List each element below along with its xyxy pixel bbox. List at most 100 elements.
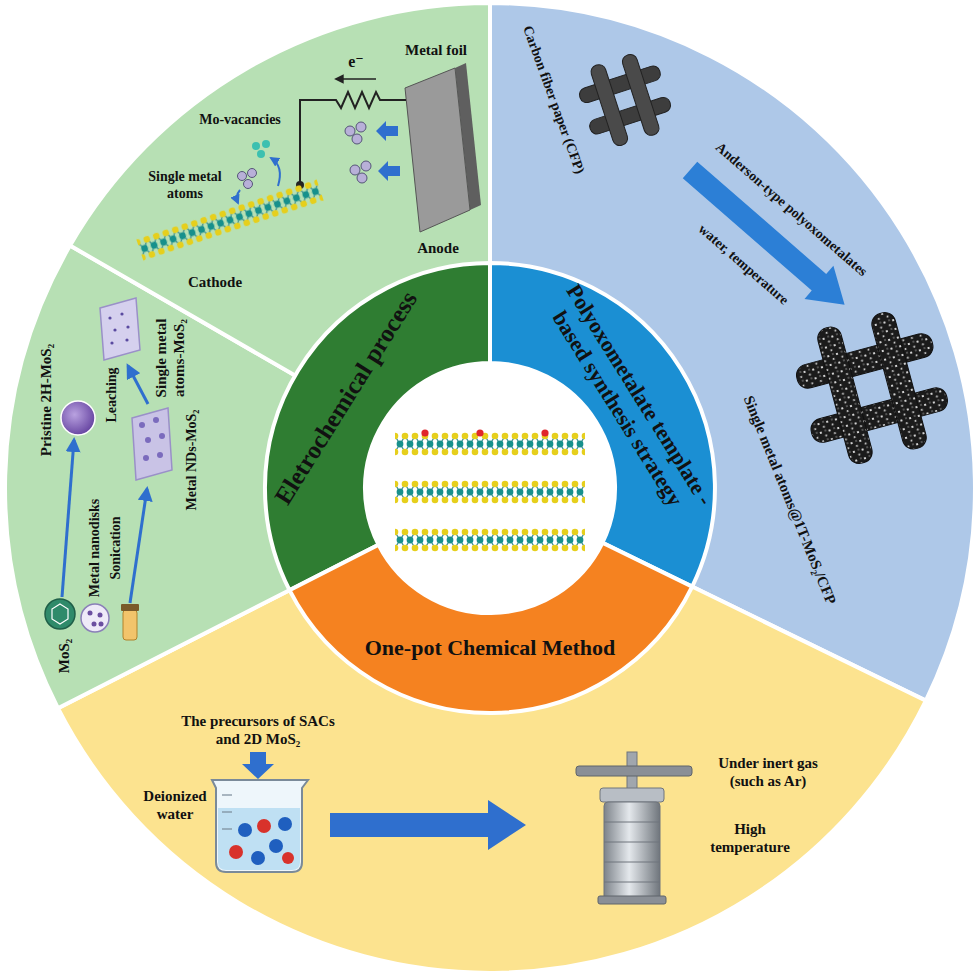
part-label: Metal NDs-MoS₂: [184, 409, 201, 510]
precursor-ball: [257, 819, 271, 833]
nanodisk: [145, 437, 151, 443]
single-atom: [126, 325, 129, 328]
part-label: Single metal atoms-MoS₂: [152, 311, 188, 406]
metal-foil: [405, 68, 470, 232]
nanodisk: [159, 433, 165, 439]
beaker: [212, 780, 308, 872]
single-atom: [110, 341, 113, 344]
nanodisk: [99, 622, 104, 627]
metal-atom: [350, 165, 360, 175]
autoclave-lid: [600, 788, 664, 802]
vacancy-dot: [262, 140, 270, 148]
vacancy-dot: [257, 150, 265, 158]
single-atom: [120, 312, 123, 315]
precursor-ball: [229, 845, 243, 859]
metal-atom: [238, 172, 247, 181]
part-label: Metal nanodisks: [87, 499, 104, 597]
single-atom: [108, 316, 111, 319]
nanodisk-icon: [81, 604, 109, 632]
circuit-wire: [300, 92, 406, 184]
segment-outline: [265, 263, 490, 591]
nanodisk: [92, 622, 97, 627]
metal-atom: [352, 134, 362, 144]
fiber: [589, 63, 629, 148]
part-label: Deionized water: [135, 787, 215, 823]
part-label: High temperature: [700, 820, 800, 856]
carbon-fiber-paper: [572, 47, 678, 153]
segment-outline: [289, 542, 693, 713]
coated-fiber: [809, 385, 950, 444]
electron-arrow: [336, 78, 376, 80]
nanodisk: [143, 455, 149, 461]
metal-atom: [421, 429, 428, 436]
autoclave-groove: [604, 862, 660, 863]
coated-fiber: [869, 310, 928, 451]
precursor-ball: [251, 851, 265, 865]
nanodisk: [153, 417, 159, 423]
metal-atom: [345, 126, 355, 136]
autoclave-handle: [576, 766, 692, 776]
coated-fiber: [794, 331, 935, 390]
fiber: [621, 53, 661, 138]
nanodisk: [157, 452, 163, 458]
single-atom: [125, 338, 128, 341]
method-title: One-pot Chemical Method: [365, 635, 616, 661]
method-segment: Eletrochemical process: [265, 263, 490, 591]
method-segment: Polyoxometalate template -based synthesi…: [490, 263, 715, 587]
part-label: Pristine 2H-MoS₂: [37, 344, 55, 456]
nanodisk: [88, 611, 93, 616]
big-arrow: [330, 800, 526, 850]
beaker-tick: [222, 828, 232, 829]
ring-segment: [290, 543, 693, 713]
metal-atom: [361, 161, 371, 171]
metal-atom: [541, 429, 548, 436]
metal-atom: [244, 180, 253, 189]
single-atom-sheet: [100, 298, 140, 360]
autoclave-groove: [604, 882, 660, 883]
part-label: Single metal atoms@1T-MoS₂/CFP: [740, 393, 840, 607]
ring-segment: [265, 263, 490, 590]
part-label: The precursors of SACs and 2D MoS₂: [176, 712, 341, 748]
precursor-ball: [282, 852, 294, 864]
ring-ground: [264, 262, 716, 714]
mos2-layer-atoms: [395, 528, 585, 552]
metal-atom: [357, 173, 367, 183]
beaker-tick: [222, 811, 232, 812]
down-arrow: [242, 752, 274, 779]
blue-arrow: [378, 161, 400, 181]
method-segment: One-pot Chemical Method: [289, 542, 693, 713]
part-label: Metal foil: [405, 41, 467, 59]
part-label: Anode: [417, 239, 459, 257]
part-label: Under inert gas (such as Ar): [708, 754, 828, 790]
single-atom: [113, 328, 116, 331]
process-arrow: [130, 489, 147, 603]
mos2-layer: [395, 480, 585, 504]
part-label: e⁻: [348, 52, 364, 71]
mos2-crystal: [45, 599, 75, 629]
curved-arrow: [237, 190, 240, 203]
process-arrow: [128, 366, 148, 404]
part-label: water, temperature: [695, 221, 792, 309]
part-label: Carbon fiber paper (CFP): [518, 24, 587, 177]
vacancy-dot: [252, 142, 260, 150]
coated-fiber-paper: [786, 302, 957, 473]
precursor-ball: [238, 823, 252, 837]
mos2-layer: [395, 528, 585, 552]
metal-atom: [356, 122, 366, 132]
autoclave-body: [604, 802, 660, 900]
precursor-ball: [278, 817, 292, 831]
part-label: Sonication: [108, 516, 125, 579]
beaker-water: [218, 808, 300, 870]
cathode-atoms: [136, 179, 324, 262]
metal-atom: [248, 169, 257, 178]
coated-fiber: [815, 325, 874, 466]
nanodisk: [98, 613, 103, 618]
autoclave-groove: [604, 822, 660, 823]
part-label: Single metal atoms: [139, 169, 231, 203]
process-arrow: [62, 440, 74, 597]
